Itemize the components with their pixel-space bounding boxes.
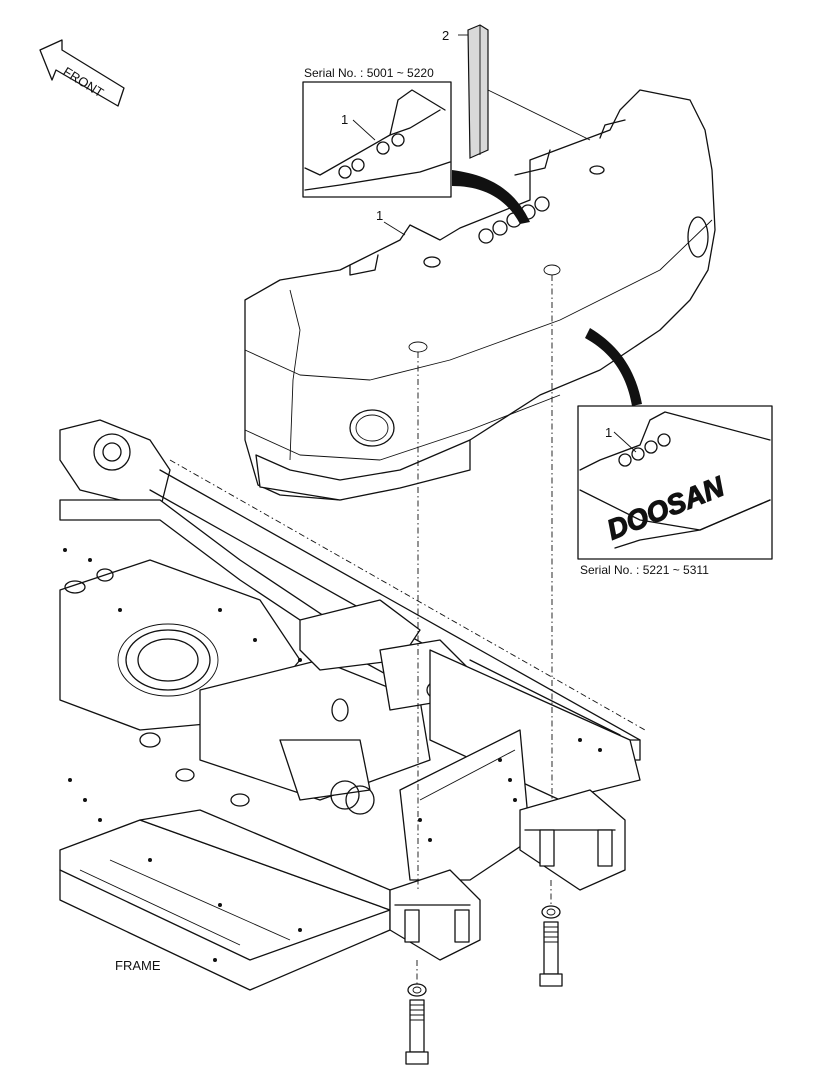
- inset-bottom: DOOSAN Serial No. : 5221 ~ 5311 1: [577, 405, 773, 577]
- inset-top-serial: Serial No. : 5001 ~ 5220: [304, 66, 434, 80]
- callout-part-1: 1: [376, 208, 383, 223]
- bolt-left: [405, 960, 429, 1065]
- part-2-strip: 2: [442, 24, 591, 159]
- counterweight: [244, 89, 716, 890]
- frame-bolt-dots: [63, 548, 602, 962]
- front-direction-arrow: FRONT: [39, 39, 125, 107]
- upper-frame: [59, 419, 646, 991]
- inset-bottom-pointer: [585, 328, 642, 406]
- inset-top-pointer: [452, 170, 530, 224]
- inset-bottom-callout: 1: [605, 425, 612, 440]
- frame-label: FRAME: [115, 958, 161, 973]
- inset-top: Serial No. : 5001 ~ 5220 1: [302, 66, 452, 198]
- callout-part-1-leader: [383, 221, 406, 236]
- inset-top-callout: 1: [341, 112, 348, 127]
- inset-bottom-serial: Serial No. : 5221 ~ 5311: [580, 563, 709, 577]
- bolt-right: [539, 880, 563, 987]
- callout-part-2: 2: [442, 28, 449, 43]
